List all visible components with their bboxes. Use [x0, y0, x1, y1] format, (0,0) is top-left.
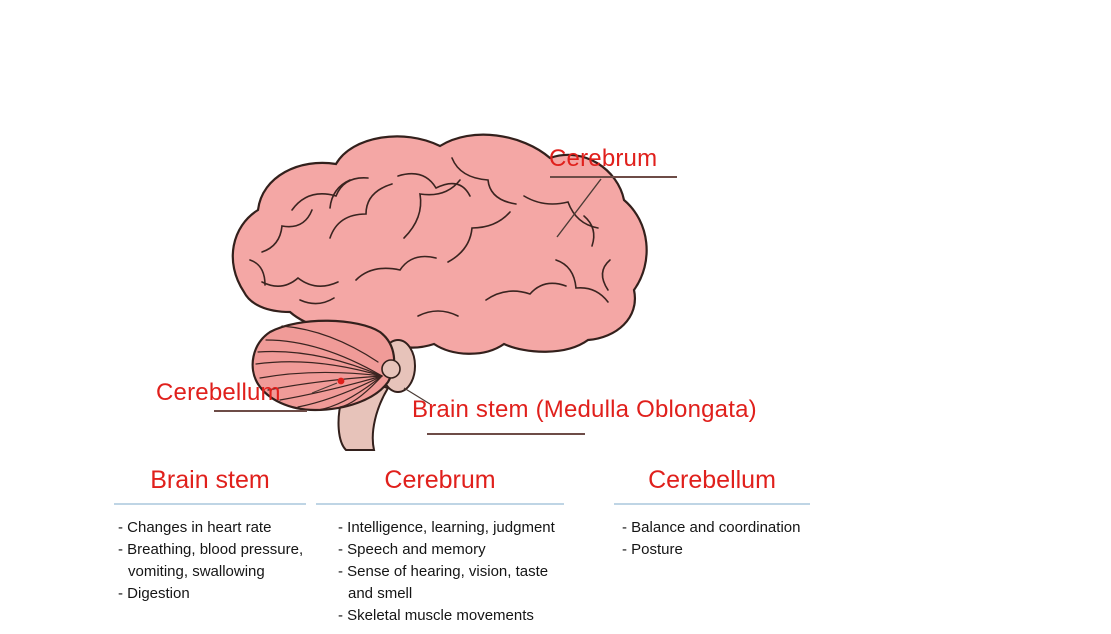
list-item: - Changes in heart rate [118, 519, 272, 536]
label-cerebrum-underline [550, 176, 677, 178]
list-item: - Digestion [118, 585, 190, 602]
brainstem-shape [337, 376, 390, 451]
label-brainstem-underline [427, 433, 585, 435]
list-item: - Breathing, blood pressure, vomiting, s… [118, 541, 304, 580]
label-cerebellum-underline [214, 410, 307, 412]
list-item: - Sense of hearing, vision, taste and sm… [338, 563, 549, 602]
list-item: - Intelligence, learning, judgment [338, 519, 555, 536]
column-title-rule [316, 503, 564, 505]
column-cerebellum: Cerebellum - Balance and coordination - … [614, 466, 810, 561]
list-item: - Posture [622, 541, 683, 558]
label-cerebellum: Cerebellum [156, 379, 281, 406]
column-brainstem: Brain stem - Changes in heart rate - Bre… [114, 466, 306, 605]
column-title-rule [114, 503, 306, 505]
cerebrum-gyri [249, 157, 611, 317]
column-items: - Balance and coordination - Posture [614, 517, 810, 561]
column-items: - Intelligence, learning, judgment - Spe… [316, 517, 564, 627]
column-items: - Changes in heart rate - Breathing, blo… [114, 517, 306, 605]
cerebellum-pointer-line [311, 382, 338, 394]
label-cerebrum: Cerebrum [549, 145, 658, 172]
medulla-knot [381, 359, 401, 379]
list-item: - Skeletal muscle movements [338, 607, 534, 624]
cerebrum-pointer-line [556, 178, 602, 238]
column-title: Brain stem [150, 466, 270, 494]
list-item: - Balance and coordination [622, 519, 801, 536]
cerebellum-marker-dot [337, 377, 345, 385]
column-title: Cerebellum [648, 466, 776, 494]
list-item: - Speech and memory [338, 541, 486, 558]
medulla-shape [380, 339, 416, 393]
column-title-rule [614, 503, 810, 505]
column-title: Cerebrum [384, 466, 496, 494]
label-brainstem: Brain stem (Medulla Oblongata) [412, 396, 757, 423]
column-cerebrum: Cerebrum - Intelligence, learning, judgm… [316, 466, 564, 627]
